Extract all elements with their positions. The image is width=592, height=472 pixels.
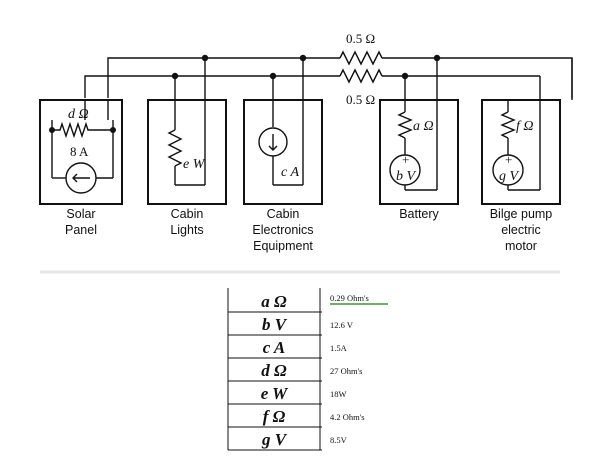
battery-label: Battery [399,207,439,221]
top-resistor-label: 0.5 Ω [346,31,375,46]
electronics-current-label: c A [281,165,299,180]
bilge-label-line3: motor [505,239,537,253]
lights-label-line2: Lights [170,223,203,237]
table-variable-label: e W [261,384,289,403]
junction-dot [171,72,179,80]
bilge-label-line2: electric [501,223,541,237]
mid-resistor-label: 0.5 Ω [346,92,375,107]
table-value: 0.29 Ohm's [330,293,369,303]
electronics-label-line1: Cabin [267,207,300,221]
table-variable-label: b V [262,315,288,334]
table-row: b V 12.6 V [228,315,354,336]
table-value: 18W [330,389,347,399]
battery-box: + b V a Ω [379,99,459,205]
junction-dot [110,127,116,133]
solar-current-label: 8 A [70,144,89,159]
table-row: c A 1.5A [228,338,348,359]
bilge-plus-sign: + [505,152,512,167]
cabin-electronics-box: c A [243,99,323,205]
current-source-icon [65,162,97,194]
lights-resistor-label: e W [183,157,206,172]
bilge-label-line1: Bilge pump [490,207,553,221]
table-row: g V 8.5V [228,430,348,451]
table-value: 27 Ohm's [330,366,362,376]
table-variable-label: a Ω [261,292,287,311]
junction-dot [201,54,209,62]
junction-dot [269,72,277,80]
values-table: a Ω 0.29 Ohm's b V 12.6 V c A 1.5A d Ω 27 Ohm's… [227,288,388,451]
bilge-pump-box: + g V f Ω [481,99,561,205]
table-value: 12.6 V [330,320,354,330]
table-value: 1.5A [330,343,348,353]
bilge-resistor-label: f Ω [516,119,534,134]
table-value: 8.5V [330,435,348,445]
electronics-label-line3: Equipment [253,239,313,253]
table-variable-label: f Ω [263,407,286,426]
battery-plus-sign: + [402,152,409,167]
solar-label-line2: Panel [65,223,97,237]
table-row: e W 18W [228,384,347,405]
mid-bus [84,68,540,98]
electronics-label-line2: Electronics [252,223,313,237]
table-row: f Ω 4.2 Ohm's [228,407,365,428]
junction-dot [49,127,55,133]
lights-label-line1: Cabin [171,207,204,221]
table-variable-label: g V [261,430,288,449]
table-variable-label: c A [263,338,286,357]
table-row: d Ω 27 Ohm's [228,361,362,382]
solar-resistor-label: d Ω [68,107,89,122]
solar-panel-box: d Ω 8 A [39,99,123,205]
battery-source-label: b V [396,169,417,184]
battery-resistor-label: a Ω [413,119,434,134]
solar-label-line1: Solar [66,207,95,221]
junction-dot [401,72,409,80]
table-value: 4.2 Ohm's [330,412,365,422]
junction-dot [299,54,307,62]
table-row: a Ω 0.29 Ohm's [228,292,388,313]
table-variable-label: d Ω [261,361,287,380]
bilge-source-label: g V [499,169,520,184]
junction-dot [433,54,441,62]
cabin-lights-box: e W [147,99,227,205]
